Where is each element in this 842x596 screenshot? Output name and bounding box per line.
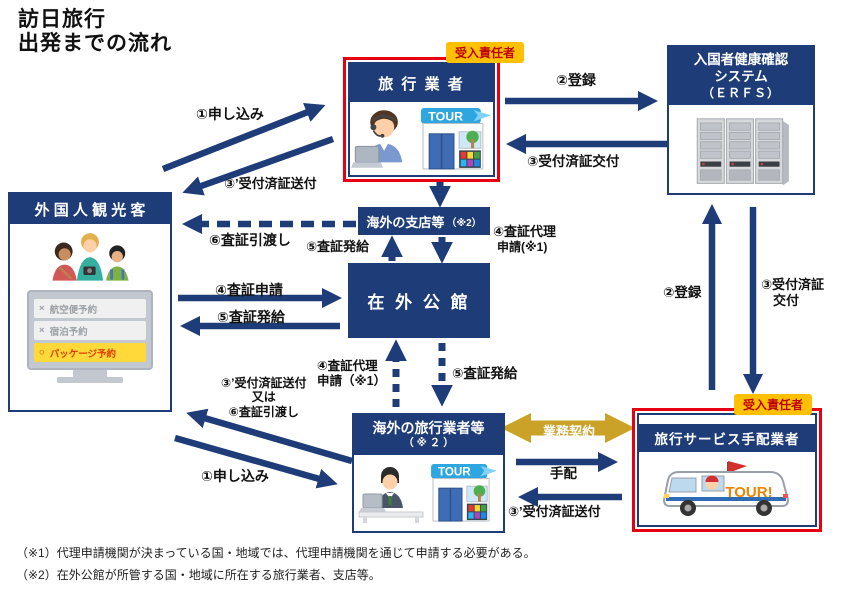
label-issue-receipt-right: ③受付済証 交付 bbox=[761, 277, 825, 308]
overseas-branch-box: 海外の支店等 （※2） bbox=[358, 207, 490, 235]
label-send-receipt-bottom: ③’受付済証送付 bbox=[508, 504, 601, 519]
tour-shop-icon: TOUR bbox=[420, 107, 491, 169]
footnote-1: （※1）代理申請機関が決まっている国・地域では、代理申請機関を通じて申請する必要… bbox=[16, 546, 536, 560]
tour-shop-icon: TOUR bbox=[431, 463, 497, 522]
responsible-badge-top: 受入責任者 bbox=[446, 42, 525, 63]
booking-mark: ○ bbox=[39, 347, 45, 358]
booking-text: 宿泊予約 bbox=[49, 326, 88, 338]
travel-agency-title: 旅 行 業 者 bbox=[350, 64, 493, 102]
footnote-2: （※2）在外公館が所管する国・地域に所在する旅行業者、支店等。 bbox=[16, 568, 381, 582]
label-register-top: ②登録 bbox=[556, 72, 596, 88]
monitor-stand bbox=[73, 370, 107, 377]
tour-van-sign: TOUR! bbox=[725, 484, 772, 501]
label-visa-handover: ⑥査証引渡し bbox=[209, 232, 291, 248]
label-visa-apply: ④査証申請 bbox=[215, 282, 283, 298]
responsible-badge-bottom: 受入責任者 bbox=[734, 394, 813, 415]
booking-text: パッケージ予約 bbox=[49, 348, 117, 360]
tourists-icon bbox=[52, 233, 129, 281]
tour-shop-sign: TOUR bbox=[428, 109, 463, 123]
booking-row: × 宿泊予約 bbox=[34, 321, 146, 340]
booking-mark: × bbox=[39, 303, 45, 314]
label-business-contract: 業務契約 bbox=[542, 424, 595, 439]
office-man-icon bbox=[358, 467, 424, 523]
page-title: 訪日旅行 出発までの流れ bbox=[18, 8, 172, 56]
label-visa-issue-mid: ⑤査証発給 bbox=[306, 239, 370, 254]
erfs-title-line2: システム bbox=[714, 69, 768, 85]
overseas-branch-note: （※2） bbox=[446, 217, 482, 229]
booking-text: 航空便予約 bbox=[49, 304, 98, 316]
booking-screen: × 航空便予約 × 宿泊予約 ○ パッケージ予約 bbox=[27, 290, 153, 370]
label-visa-issue-bottom: ⑤査証発給 bbox=[452, 366, 518, 381]
label-visa-proxy-bottom: ④査証代理 申請（※1） bbox=[317, 359, 387, 388]
arrangement-agency-box: 旅行サービス手配業者 TOUR! bbox=[632, 408, 822, 532]
label-arrange: 手配 bbox=[550, 466, 577, 481]
label-visa-issue-left: ⑤査証発給 bbox=[217, 309, 285, 325]
foreign-tourist-box: 外 国 人 観 光 客 × 航空便予約 bbox=[8, 192, 172, 412]
label-register-right: ②登録 bbox=[663, 285, 702, 300]
overseas-agency-title: 海外の旅行業者等 bbox=[372, 419, 485, 436]
erfs-title-line3: （ＥＲＦＳ） bbox=[701, 85, 780, 100]
travel-agency-box: 旅 行 業 者 TOUR bbox=[343, 57, 500, 182]
erfs-title-line1: 入国者健康確認 bbox=[693, 51, 789, 67]
operator-woman-icon bbox=[350, 109, 402, 168]
booking-mark: × bbox=[39, 325, 45, 336]
overseas-branch-title: 海外の支店等 bbox=[366, 214, 445, 230]
server-rack-icon bbox=[696, 118, 789, 186]
overseas-agency-box: 海外の旅行業者等 （ ※ ２ ） TOUR bbox=[352, 413, 505, 533]
booking-row-selected: ○ パッケージ予約 bbox=[34, 343, 146, 362]
overseas-agency-note: （ ※ ２ ） bbox=[403, 437, 454, 450]
embassy-box: 在 外 公 館 bbox=[348, 263, 490, 338]
monitor-base bbox=[57, 377, 123, 383]
label-apply-top: ①申し込み bbox=[196, 106, 264, 122]
page-title-line1: 訪日旅行 bbox=[18, 8, 106, 31]
tour-shop-sign: TOUR bbox=[438, 466, 471, 479]
label-visa-proxy-right: ④査証代理 申請(※1) bbox=[493, 224, 557, 254]
page-title-line2: 出発までの流れ bbox=[18, 32, 172, 56]
foreign-tourist-title: 外 国 人 観 光 客 bbox=[10, 194, 170, 224]
label-send-or-handover: ③’受付済証送付 又は ⑥査証引渡し bbox=[221, 376, 307, 419]
label-issue-receipt-top: ③受付済証交付 bbox=[527, 154, 620, 169]
tour-van-icon: TOUR! bbox=[662, 460, 790, 516]
erfs-box: 入国者健康確認 システム （ＥＲＦＳ） bbox=[667, 45, 815, 195]
booking-row: × 航空便予約 bbox=[34, 299, 146, 318]
arrangement-agency-title: 旅行サービス手配業者 bbox=[639, 424, 815, 452]
label-apply-bottom: ①申し込み bbox=[201, 468, 269, 484]
label-send-receipt-top: ③’受付済証送付 bbox=[224, 176, 317, 191]
